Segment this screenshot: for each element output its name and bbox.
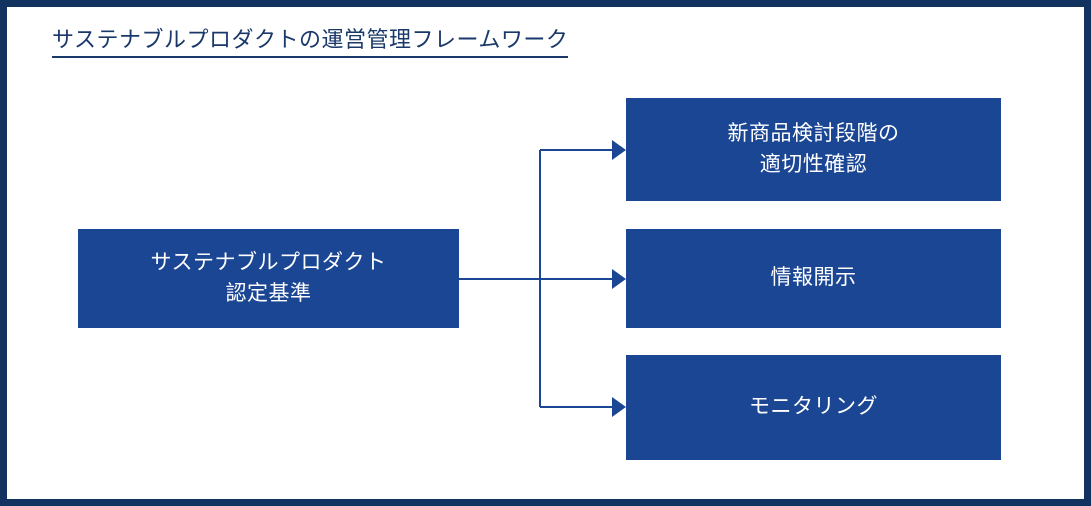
- node-information-disclosure[interactable]: 情報開示: [626, 229, 1001, 328]
- node-root-label: サステナブルプロダクト 認定基準: [150, 251, 387, 305]
- node-branch-0-label: 新商品検討段階の 適切性確認: [727, 122, 900, 176]
- node-monitoring[interactable]: モニタリング: [626, 355, 1001, 460]
- node-branch-2-label: モニタリング: [749, 395, 878, 419]
- node-root[interactable]: サステナブルプロダクト 認定基準: [78, 229, 459, 328]
- page-title: サステナブルプロダクトの運営管理フレームワーク: [52, 26, 569, 58]
- node-branch-1-label: 情報開示: [770, 266, 857, 290]
- node-new-product-review[interactable]: 新商品検討段階の 適切性確認: [626, 98, 1001, 201]
